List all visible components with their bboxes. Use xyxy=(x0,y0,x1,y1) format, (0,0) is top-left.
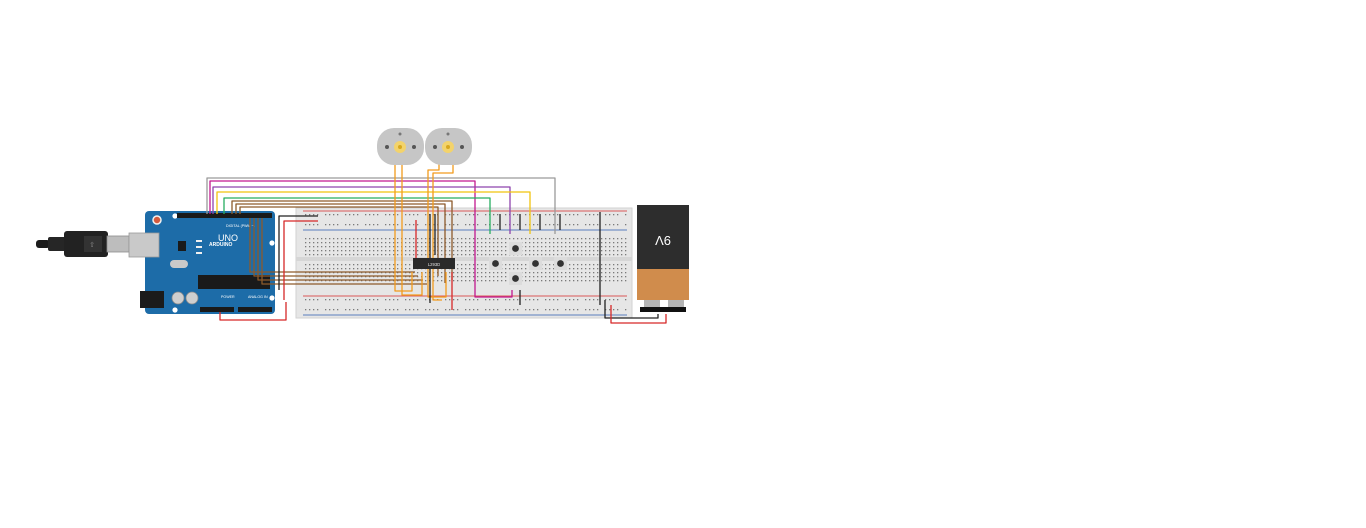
analog-header-label: ANALOG IN xyxy=(248,295,268,299)
dc-motor-right[interactable] xyxy=(425,128,472,165)
svg-text:⇧: ⇧ xyxy=(89,241,95,249)
push-button-middle[interactable] xyxy=(529,257,542,270)
chip-label: L293D xyxy=(428,262,440,267)
arduino-uno[interactable]: ARDUINO UNO DIGITAL (PWM ~) POWER ANALOG… xyxy=(128,211,275,314)
l293d-chip[interactable]: L293D xyxy=(413,258,455,269)
arduino-model-label: UNO xyxy=(218,233,238,243)
push-button-top[interactable] xyxy=(509,242,522,255)
wires xyxy=(206,164,667,324)
battery-label: 9V xyxy=(655,233,671,248)
push-button-bottom[interactable] xyxy=(509,272,522,285)
usb-cable: ⇧ xyxy=(36,231,130,257)
battery-9v[interactable]: 9V xyxy=(637,205,689,312)
arduino-brand-label: ARDUINO xyxy=(209,242,232,248)
dc-motor-left[interactable] xyxy=(377,128,424,165)
push-button-left[interactable] xyxy=(489,257,502,270)
breadboard[interactable] xyxy=(295,207,633,319)
digital-header-label: DIGITAL (PWM ~) xyxy=(226,224,255,228)
push-button-right[interactable] xyxy=(554,257,567,270)
power-header-label: POWER xyxy=(221,295,235,299)
